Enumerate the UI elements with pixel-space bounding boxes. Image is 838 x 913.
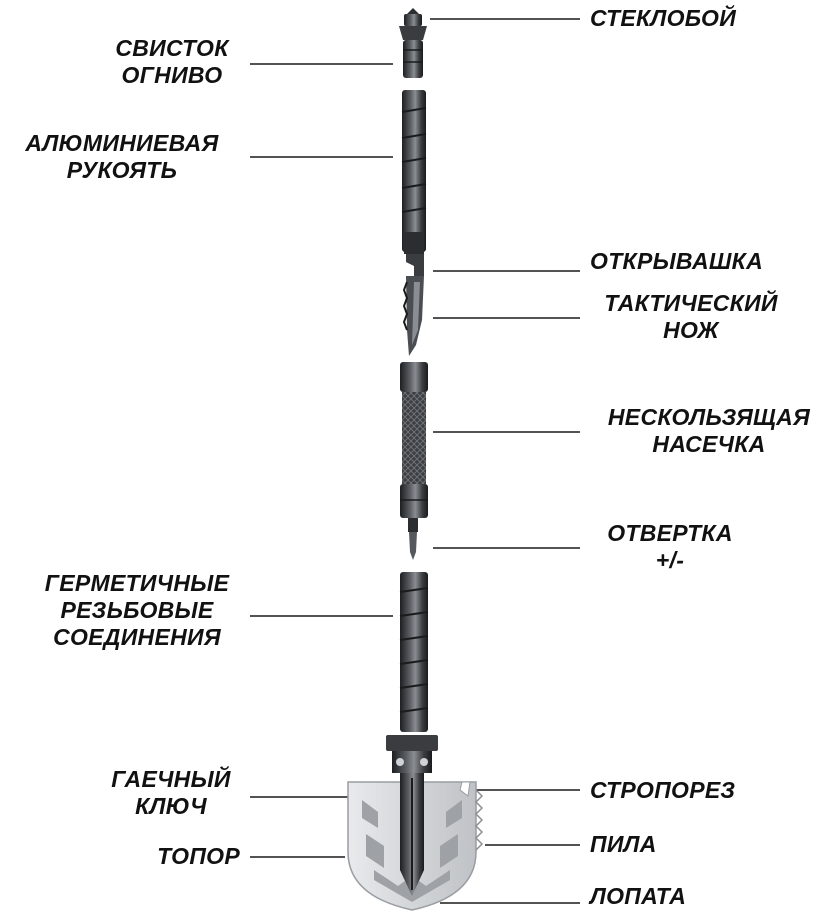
knurled-grip bbox=[400, 362, 428, 518]
label-non-slip-grip: НЕСКОЛЬЗЯЩАЯ НАСЕЧКА bbox=[607, 404, 811, 457]
glass-breaker-cap bbox=[399, 8, 427, 78]
wrench-collar bbox=[386, 735, 438, 773]
label-opener: ОТКРЫВАШКА bbox=[590, 248, 764, 274]
threaded-shaft bbox=[399, 572, 429, 732]
label-sealed-threads: ГЕРМЕТИЧНЫЕ РЕЗЬБОВЫЕ СОЕДИНЕНИЯ bbox=[44, 570, 230, 650]
label-line-cutter: СТРОПОРЕЗ bbox=[590, 777, 736, 803]
label-shovel: ЛОПАТА bbox=[590, 883, 687, 909]
shovel-blade bbox=[347, 773, 484, 911]
label-aluminum-handle: АЛЮМИНИЕВАЯ РУКОЯТЬ bbox=[25, 130, 219, 183]
label-whistle-flint: СВИСТОК ОГНИВО bbox=[115, 35, 229, 88]
aluminum-handle bbox=[401, 90, 427, 276]
screwdriver-bit bbox=[408, 518, 418, 560]
label-tactical-knife: ТАКТИЧЕСКИЙ НОЖ bbox=[604, 290, 778, 343]
label-saw: ПИЛА bbox=[590, 831, 657, 857]
label-screwdriver: ОТВЕРТКА +/- bbox=[607, 520, 733, 573]
tactical-knife bbox=[402, 276, 424, 356]
label-glass-breaker: СТЕКЛОБОЙ bbox=[590, 5, 737, 31]
label-wrench: ГАЕЧНЫЙ КЛЮЧ bbox=[111, 766, 231, 819]
label-axe: ТОПОР bbox=[157, 843, 240, 869]
leader-lines bbox=[250, 18, 580, 904]
